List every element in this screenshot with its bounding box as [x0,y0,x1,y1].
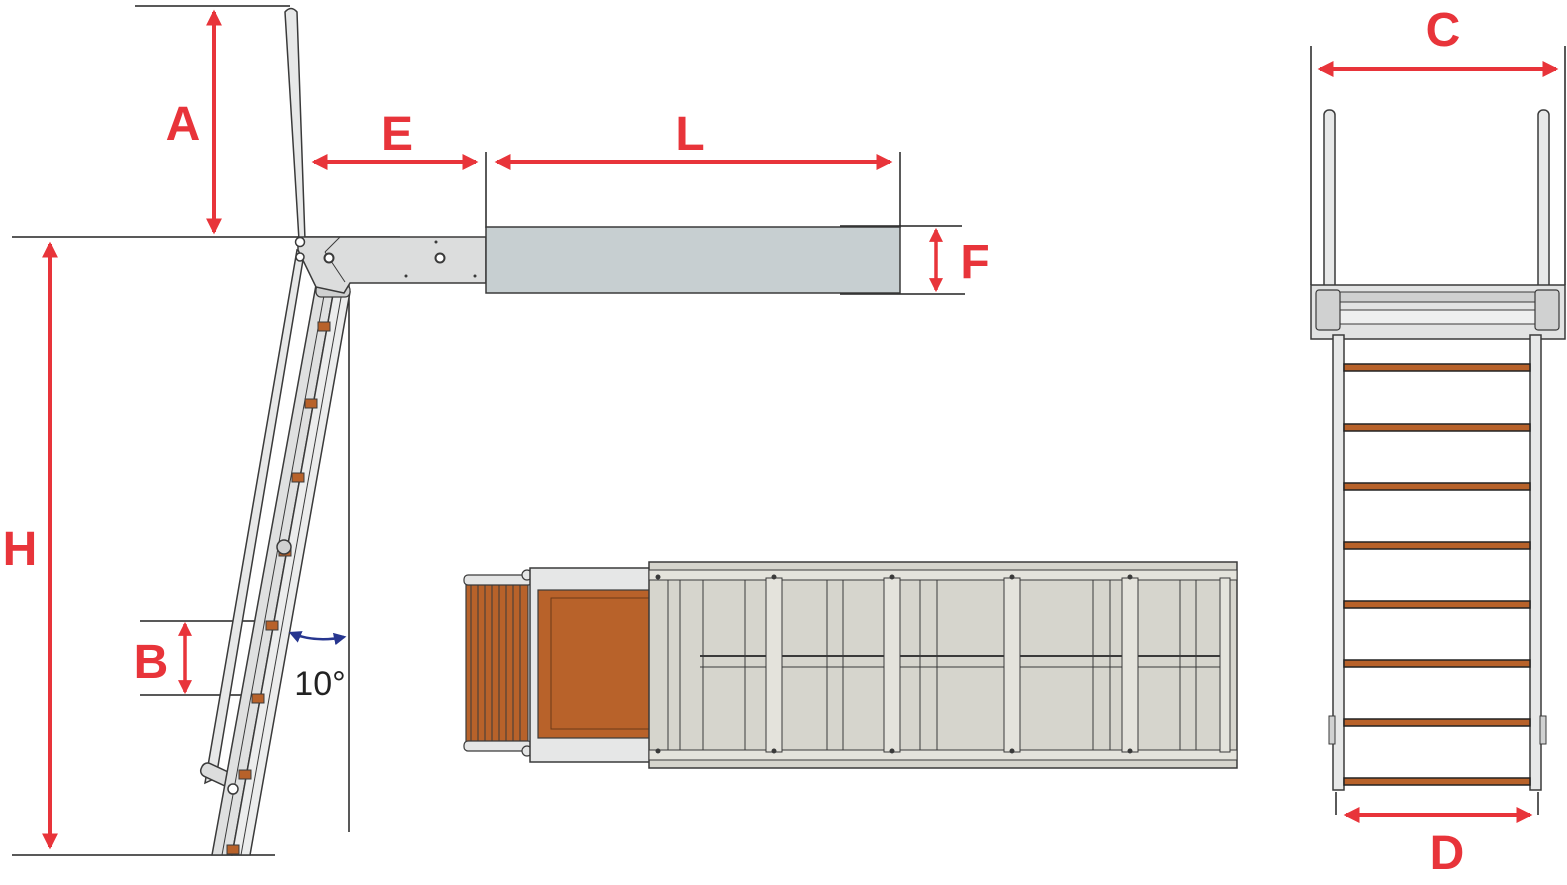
connector-tread [537,589,651,739]
rivet [473,274,477,278]
tread [1343,482,1531,491]
dimension-label-h: H [3,523,38,576]
top-view [463,561,1238,769]
handrail [284,7,306,241]
dimension-label-f: F [960,236,989,289]
tread [1343,777,1531,786]
grating-frame [648,749,1238,761]
tread [1343,363,1531,372]
hinge-bracket [297,236,487,294]
grating-crossbar [883,577,901,753]
dimension-label-d: D [1430,827,1465,880]
bolt [771,574,777,580]
grating-crossbar [765,577,783,753]
rung [265,620,279,631]
rung [226,844,240,855]
bracket-detail [324,236,341,253]
dimension-label-a: A [166,98,201,151]
bolt [323,252,335,264]
tread [1343,423,1531,432]
grating-crossbar [1003,577,1021,753]
hinge-pin [294,236,306,248]
grating-platform [648,561,1238,769]
stringer-detail-line [240,291,343,856]
bolt [1127,748,1133,754]
side-view: A H B E L F 10° [3,5,990,856]
ladder-stringer-front [211,284,335,856]
bolt [771,748,777,754]
dimension-label-l: L [675,108,704,161]
ladder-stringer-right [1529,334,1542,791]
ladder-wheel [276,539,292,555]
angle-label: 10° [294,665,345,703]
dimension-label-b: B [134,636,169,689]
tread [1343,659,1531,668]
pivot-bracket-right [1539,715,1547,745]
grating-bolts [655,574,1133,754]
pivot-bracket-left [1328,715,1336,745]
bolt [889,748,895,754]
platform-head-bar [1339,291,1536,303]
bolt [889,574,895,580]
grating-frame [1219,577,1231,753]
ladder-treads [1343,363,1531,786]
rung [238,769,252,780]
stringer-detail-line [221,289,326,856]
bolt [1009,748,1015,754]
bolt [1009,574,1015,580]
platform-side [485,226,901,294]
ladder-pivot [227,783,239,795]
bolt [434,252,446,264]
tread-ribs [470,585,521,742]
rung [304,398,318,409]
bolt [655,574,661,580]
angle-arrow [288,631,347,646]
rivet [434,240,438,244]
bolt [1127,574,1133,580]
hinge-block-right [1534,289,1560,331]
grating-slats [667,580,1197,750]
rivet [404,274,408,278]
platform-head-bar [1339,309,1536,325]
rung [291,472,305,483]
grating-crossbar [1121,577,1139,753]
dimension-label-c: C [1426,4,1461,57]
rung [317,321,331,332]
hinge-pin [295,252,305,262]
bolt [655,748,661,754]
rung [251,693,265,704]
tread-ribbed-end [465,578,529,748]
hinge-block-left [1315,289,1341,331]
grating-frame [648,569,1238,581]
front-view: C D [1310,4,1566,880]
ladder-stringer-left [1332,334,1345,791]
dimension-label-e: E [381,108,413,161]
tread [1343,718,1531,727]
tread [1343,600,1531,609]
tread [1343,541,1531,550]
